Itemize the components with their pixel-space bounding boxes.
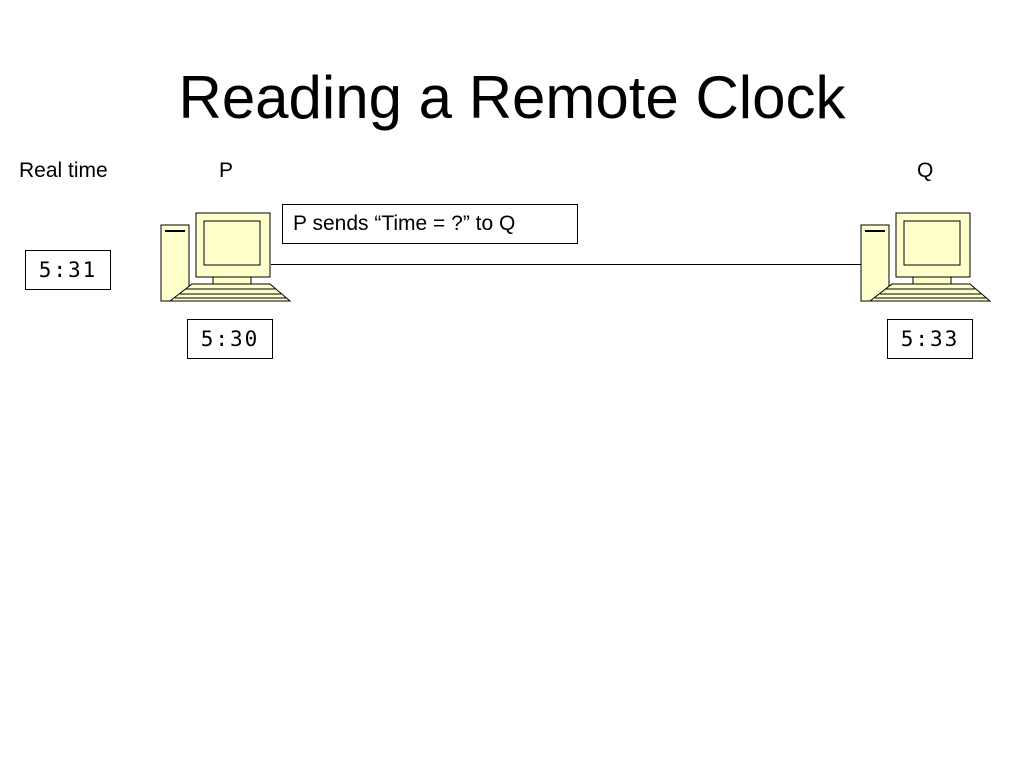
real-time-label: Real time [19, 159, 108, 182]
process-p-clock: 5:30 [187, 319, 273, 359]
computer-p-icon [160, 212, 292, 302]
process-p-label: P [219, 159, 234, 182]
message-box: P sends “Time = ?” to Q [282, 204, 578, 244]
process-q-clock: 5:33 [887, 319, 973, 359]
process-q-label: Q [917, 159, 934, 182]
real-time-clock: 5:31 [25, 250, 111, 290]
computer-q-icon [860, 212, 992, 302]
network-link-line [271, 264, 863, 265]
slide-title: Reading a Remote Clock [178, 64, 846, 131]
